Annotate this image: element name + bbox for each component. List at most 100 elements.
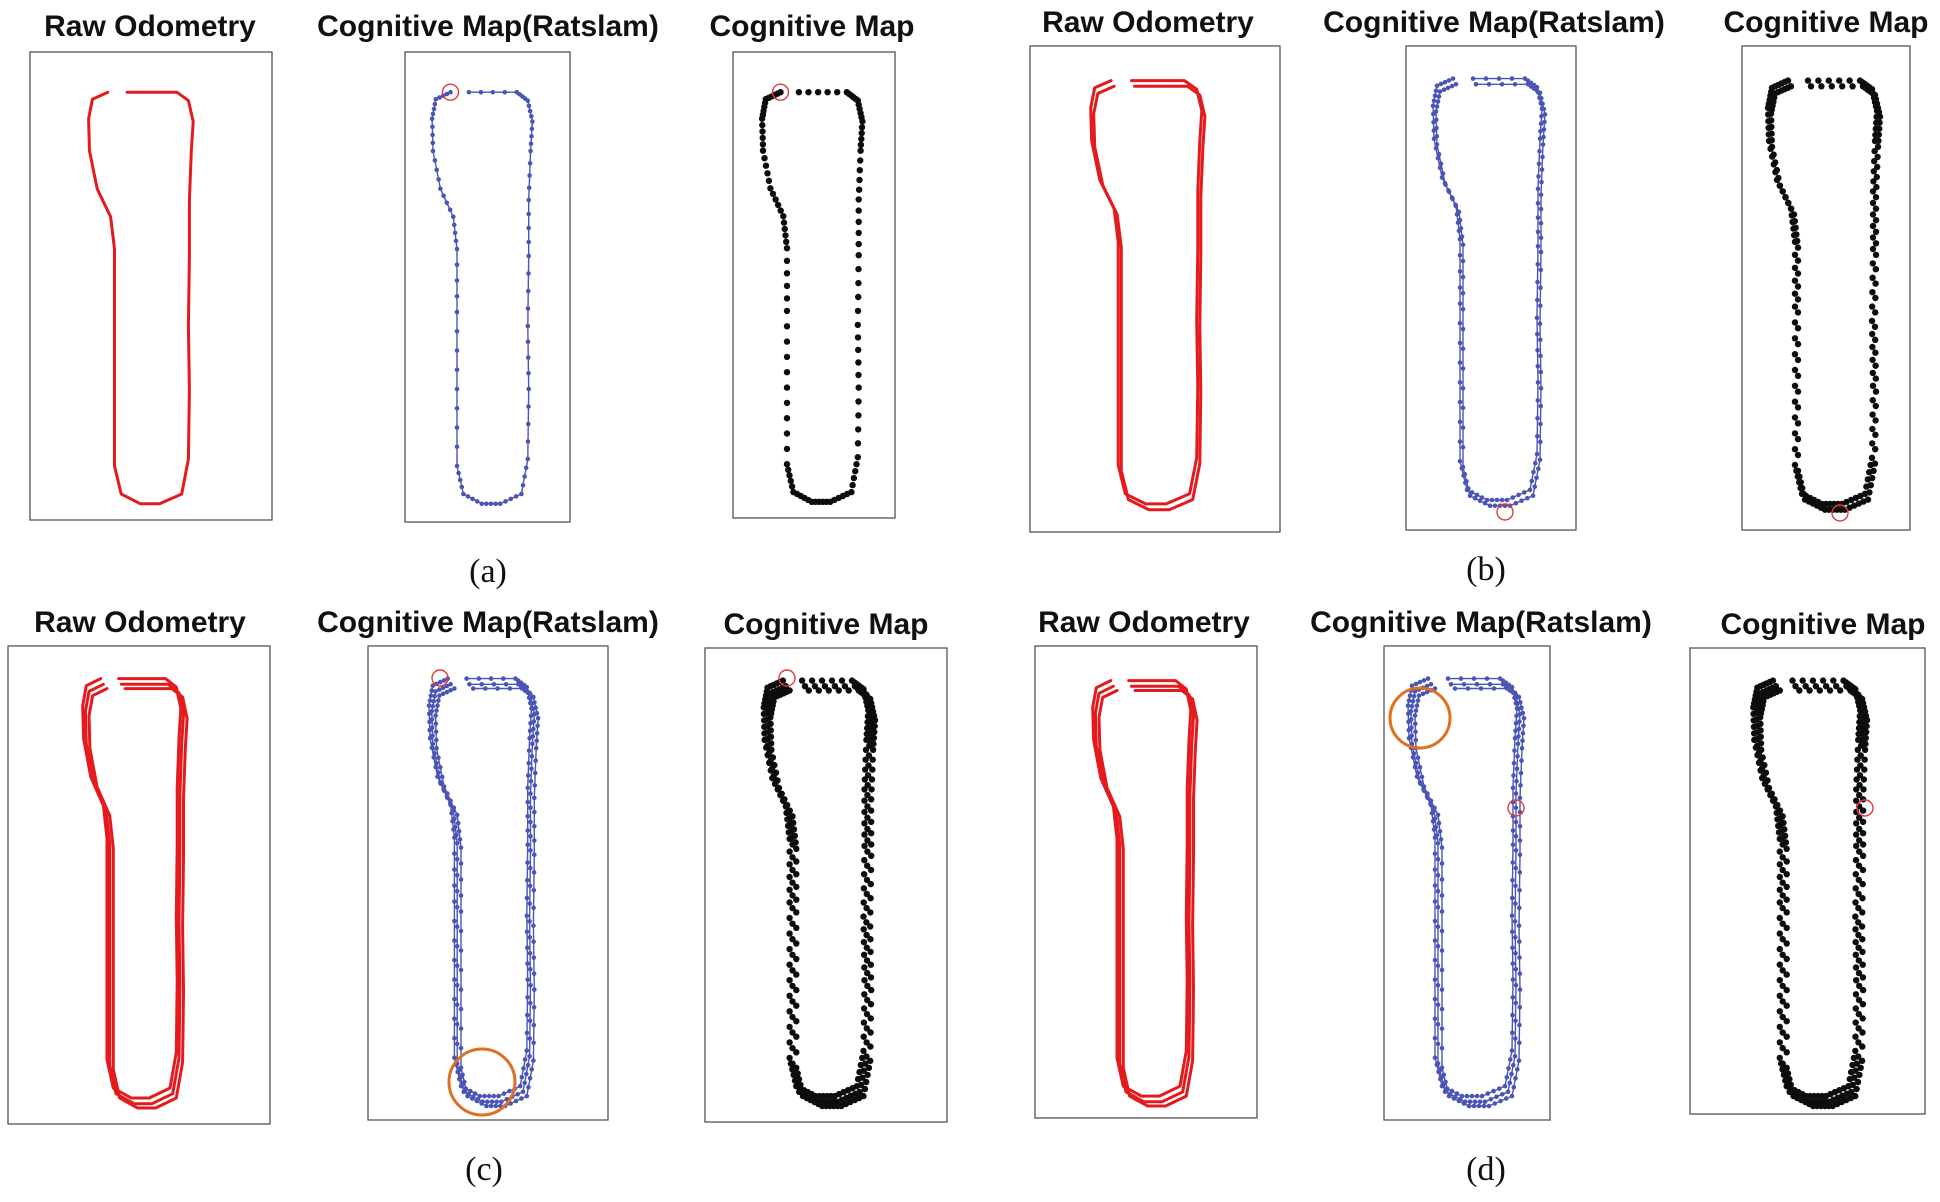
ratslam-node: [437, 693, 442, 698]
ratslam-node: [501, 676, 506, 681]
cognitive-node: [783, 323, 791, 330]
ratslam-node: [525, 773, 531, 778]
cognitive-node: [787, 477, 794, 485]
cognitive-node: [1791, 430, 1799, 437]
cognitive-node: [1802, 683, 1809, 690]
panel-title-ratslam-map: Cognitive Map(Ratslam): [317, 10, 659, 43]
ratslam-node: [533, 745, 539, 751]
ratslam-node: [1460, 274, 1466, 280]
ratslam-node: [1538, 206, 1544, 212]
ratslam-node: [1504, 1074, 1510, 1080]
cognitive-node: [1782, 194, 1789, 201]
ratslam-node: [1435, 873, 1441, 878]
ratslam-node: [1439, 948, 1445, 953]
ratslam-node: [524, 684, 530, 690]
ratslam-node: [1513, 901, 1518, 906]
cognitive-node: [783, 369, 791, 376]
ratslam-node: [454, 963, 460, 969]
cognitive-node: [1768, 790, 1776, 797]
ratslam-node: [1513, 500, 1519, 506]
ratslam-node: [527, 161, 533, 166]
cognitive-node: [1860, 786, 1867, 793]
cognitive-node: [1776, 835, 1784, 843]
ratslam-node: [438, 765, 443, 770]
panel-title-raw-odometry: Raw Odometry: [1038, 606, 1250, 639]
cognitive-node: [1776, 807, 1784, 814]
ratslam-node: [1538, 439, 1543, 445]
cognitive-node: [1776, 914, 1784, 922]
cognitive-node: [795, 1075, 803, 1083]
cognitive-node: [799, 1092, 807, 1100]
ratslam-node: [1538, 303, 1543, 309]
cognitive-node: [1779, 982, 1786, 990]
cognitive-node: [867, 1015, 874, 1022]
ratslam-node: [1499, 497, 1505, 503]
ratslam-node: [433, 764, 438, 770]
odometry-path: [87, 687, 189, 1110]
ratslam-node: [448, 688, 453, 693]
cognitive-node: [860, 1019, 868, 1026]
cognitive-node: [855, 207, 862, 214]
ratslam-node: [526, 103, 532, 109]
cognitive-node: [1859, 961, 1866, 968]
ratslam-node: [1500, 1092, 1505, 1097]
ratslam-node: [436, 177, 441, 182]
cognitive-node: [1873, 183, 1880, 191]
cognitive-node: [761, 155, 768, 162]
cognitive-node: [1774, 801, 1781, 809]
ratslam-node: [1538, 267, 1544, 273]
ratslam-node: [1538, 403, 1544, 409]
cognitive-node: [1856, 982, 1863, 990]
cognitive-node: [1791, 290, 1799, 297]
cognitive-node: [1776, 848, 1784, 855]
ratslam-node: [454, 812, 460, 818]
ratslam-node: [452, 1016, 457, 1021]
ratslam-node: [458, 987, 464, 992]
ratslam-node: [489, 1099, 495, 1104]
cognitive-node: [795, 89, 803, 96]
ratslam-node: [1431, 120, 1436, 125]
cognitive-node: [778, 790, 785, 797]
ratslam-node: [1436, 820, 1442, 826]
cognitive-node: [871, 728, 878, 736]
ratslam-node: [1412, 713, 1418, 718]
ratslam-node: [1435, 857, 1441, 862]
ratslam-node: [488, 501, 494, 507]
ratslam-node: [1439, 928, 1445, 934]
cognitive-node: [857, 141, 865, 148]
cognitive-node: [1794, 435, 1802, 443]
ratslam-node: [454, 1002, 460, 1008]
panel-title-cognitive-map: Cognitive Map: [723, 608, 928, 641]
ratslam-node: [524, 913, 530, 918]
ratslam-node: [531, 971, 537, 976]
cognitive-node: [1859, 1029, 1866, 1036]
ratslam-node: [1431, 98, 1437, 104]
ratslam-node: [530, 119, 535, 124]
ratslam-node: [1513, 805, 1519, 811]
cognitive-node: [1852, 1033, 1859, 1040]
cognitive-node: [793, 986, 800, 994]
ratslam-node: [1510, 929, 1515, 934]
cognitive-node: [786, 807, 793, 814]
ratslam-node: [1472, 1099, 1478, 1104]
ratslam-node: [1439, 877, 1445, 882]
cognitive-node: [869, 756, 876, 763]
cognitive-node: [1872, 131, 1879, 139]
cognitive-node: [1779, 1029, 1786, 1036]
ratslam-node: [1517, 971, 1523, 976]
cognitive-node: [1791, 319, 1799, 326]
ratslam-node: [444, 200, 450, 206]
ratslam-node: [1512, 82, 1518, 87]
ratslam-node: [525, 842, 530, 847]
ratslam-node: [1510, 828, 1516, 833]
cognitive-node: [1794, 356, 1802, 364]
ratslam-node: [1517, 1005, 1523, 1010]
ratslam-node: [1513, 700, 1519, 706]
cognitive-node: [859, 1054, 866, 1062]
ratslam-node: [528, 713, 534, 719]
cognitive-node: [852, 468, 859, 475]
panel-title-raw-odometry: Raw Odometry: [1042, 6, 1254, 39]
cognitive-node: [1818, 83, 1825, 90]
cognitive-node: [783, 245, 791, 252]
